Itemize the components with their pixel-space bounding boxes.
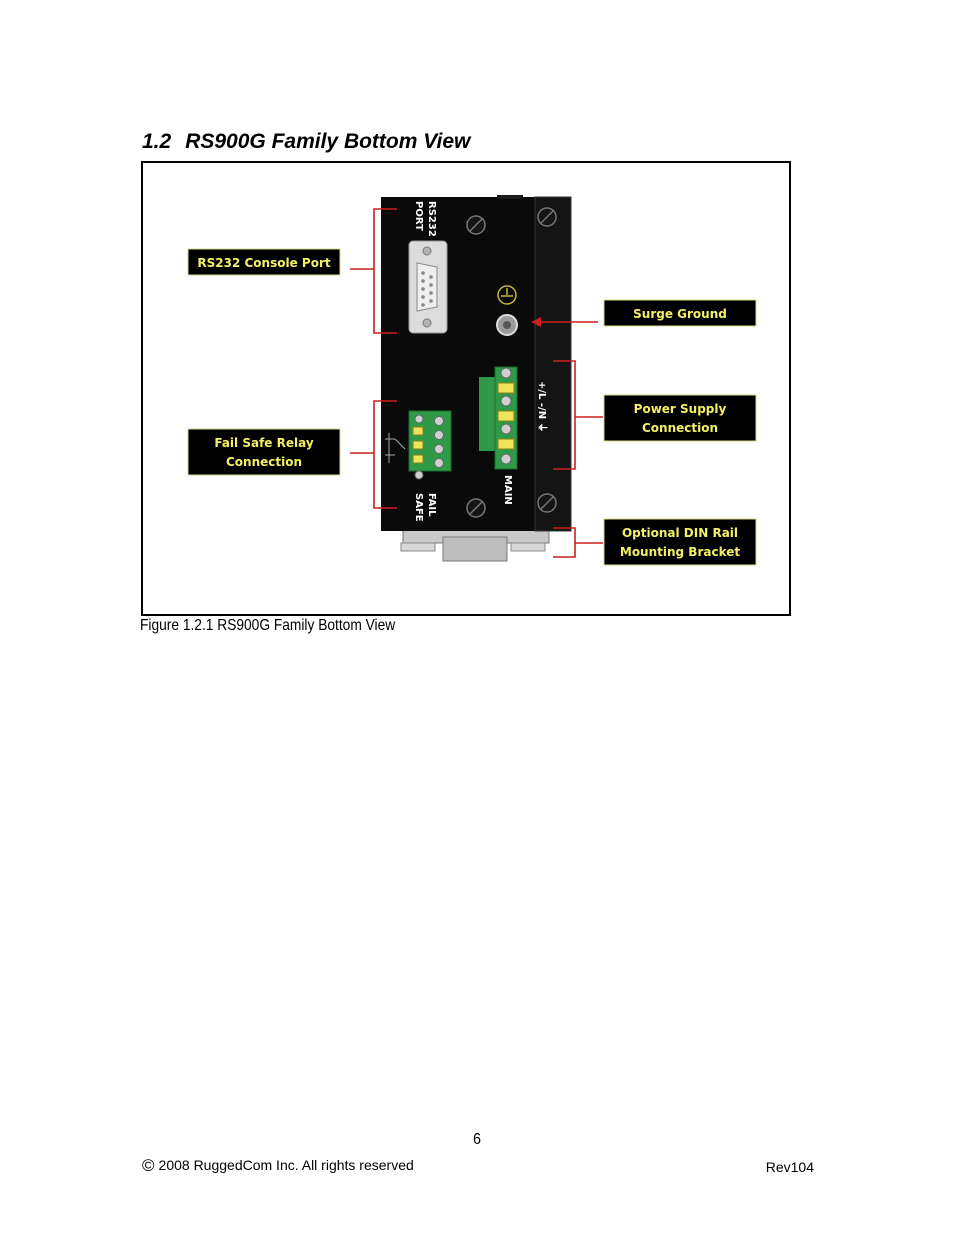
footer-revision: Rev104 bbox=[765, 1159, 814, 1175]
power-terminal-labels: +/L -/N ⏚ bbox=[536, 381, 548, 433]
power-terminal-block: MAIN +/L -/N ⏚ bbox=[479, 366, 548, 505]
leader-lines bbox=[350, 208, 603, 558]
callout-din-rail: Optional DIN Rail Mounting Bracket bbox=[603, 518, 757, 566]
callout-surge-ground: Surge Ground bbox=[603, 299, 757, 327]
fail-label: FAIL bbox=[426, 493, 437, 517]
failsafe-terminal-block: FAIL SAFE bbox=[385, 410, 452, 522]
svg-text:Mounting Bracket: Mounting Bracket bbox=[620, 545, 741, 559]
svg-text:Optional DIN Rail: Optional DIN Rail bbox=[622, 526, 738, 540]
ground-stud bbox=[496, 285, 518, 336]
port-label: PORT bbox=[413, 201, 424, 231]
main-label: MAIN bbox=[502, 475, 513, 505]
figure-frame: MAIN +/L -/N ⏚ FAIL SAFE RS232 PORT bbox=[141, 161, 791, 616]
figure-caption: Figure 1.2.1 RS900G Family Bottom View bbox=[140, 617, 396, 634]
footer-copyright: ©2008 RuggedCom Inc. All rights reserved bbox=[142, 1156, 414, 1176]
copyright-symbol: © bbox=[142, 1156, 155, 1175]
svg-text:Connection: Connection bbox=[642, 421, 718, 435]
callout-fail-safe-relay: Fail Safe Relay Connection bbox=[187, 428, 341, 476]
svg-text:Power Supply: Power Supply bbox=[634, 402, 727, 416]
section-title: RS900G Family Bottom View bbox=[185, 130, 471, 153]
rs232-label: RS232 bbox=[426, 201, 437, 237]
surge-arrowhead bbox=[531, 317, 541, 327]
safe-label: SAFE bbox=[413, 493, 424, 522]
page-number: 6 bbox=[472, 1131, 482, 1148]
section-number: 1.2 bbox=[142, 130, 172, 153]
svg-text:Surge Ground: Surge Ground bbox=[633, 307, 727, 321]
copyright-text: 2008 RuggedCom Inc. All rights reserved bbox=[158, 1157, 414, 1173]
callout-rs232: RS232 Console Port bbox=[187, 248, 341, 276]
section-heading: 1.2 RS900G Family Bottom View bbox=[142, 130, 470, 154]
svg-text:Fail Safe Relay: Fail Safe Relay bbox=[214, 436, 313, 450]
svg-text:RS232 Console Port: RS232 Console Port bbox=[197, 256, 330, 270]
rs232-db9-connector bbox=[408, 240, 448, 334]
din-rail-bracket bbox=[400, 528, 550, 562]
device-bottom-view-diagram: MAIN +/L -/N ⏚ FAIL SAFE RS232 PORT bbox=[187, 195, 757, 566]
callout-power-supply: Power Supply Connection bbox=[603, 394, 757, 442]
svg-text:Connection: Connection bbox=[226, 455, 302, 469]
